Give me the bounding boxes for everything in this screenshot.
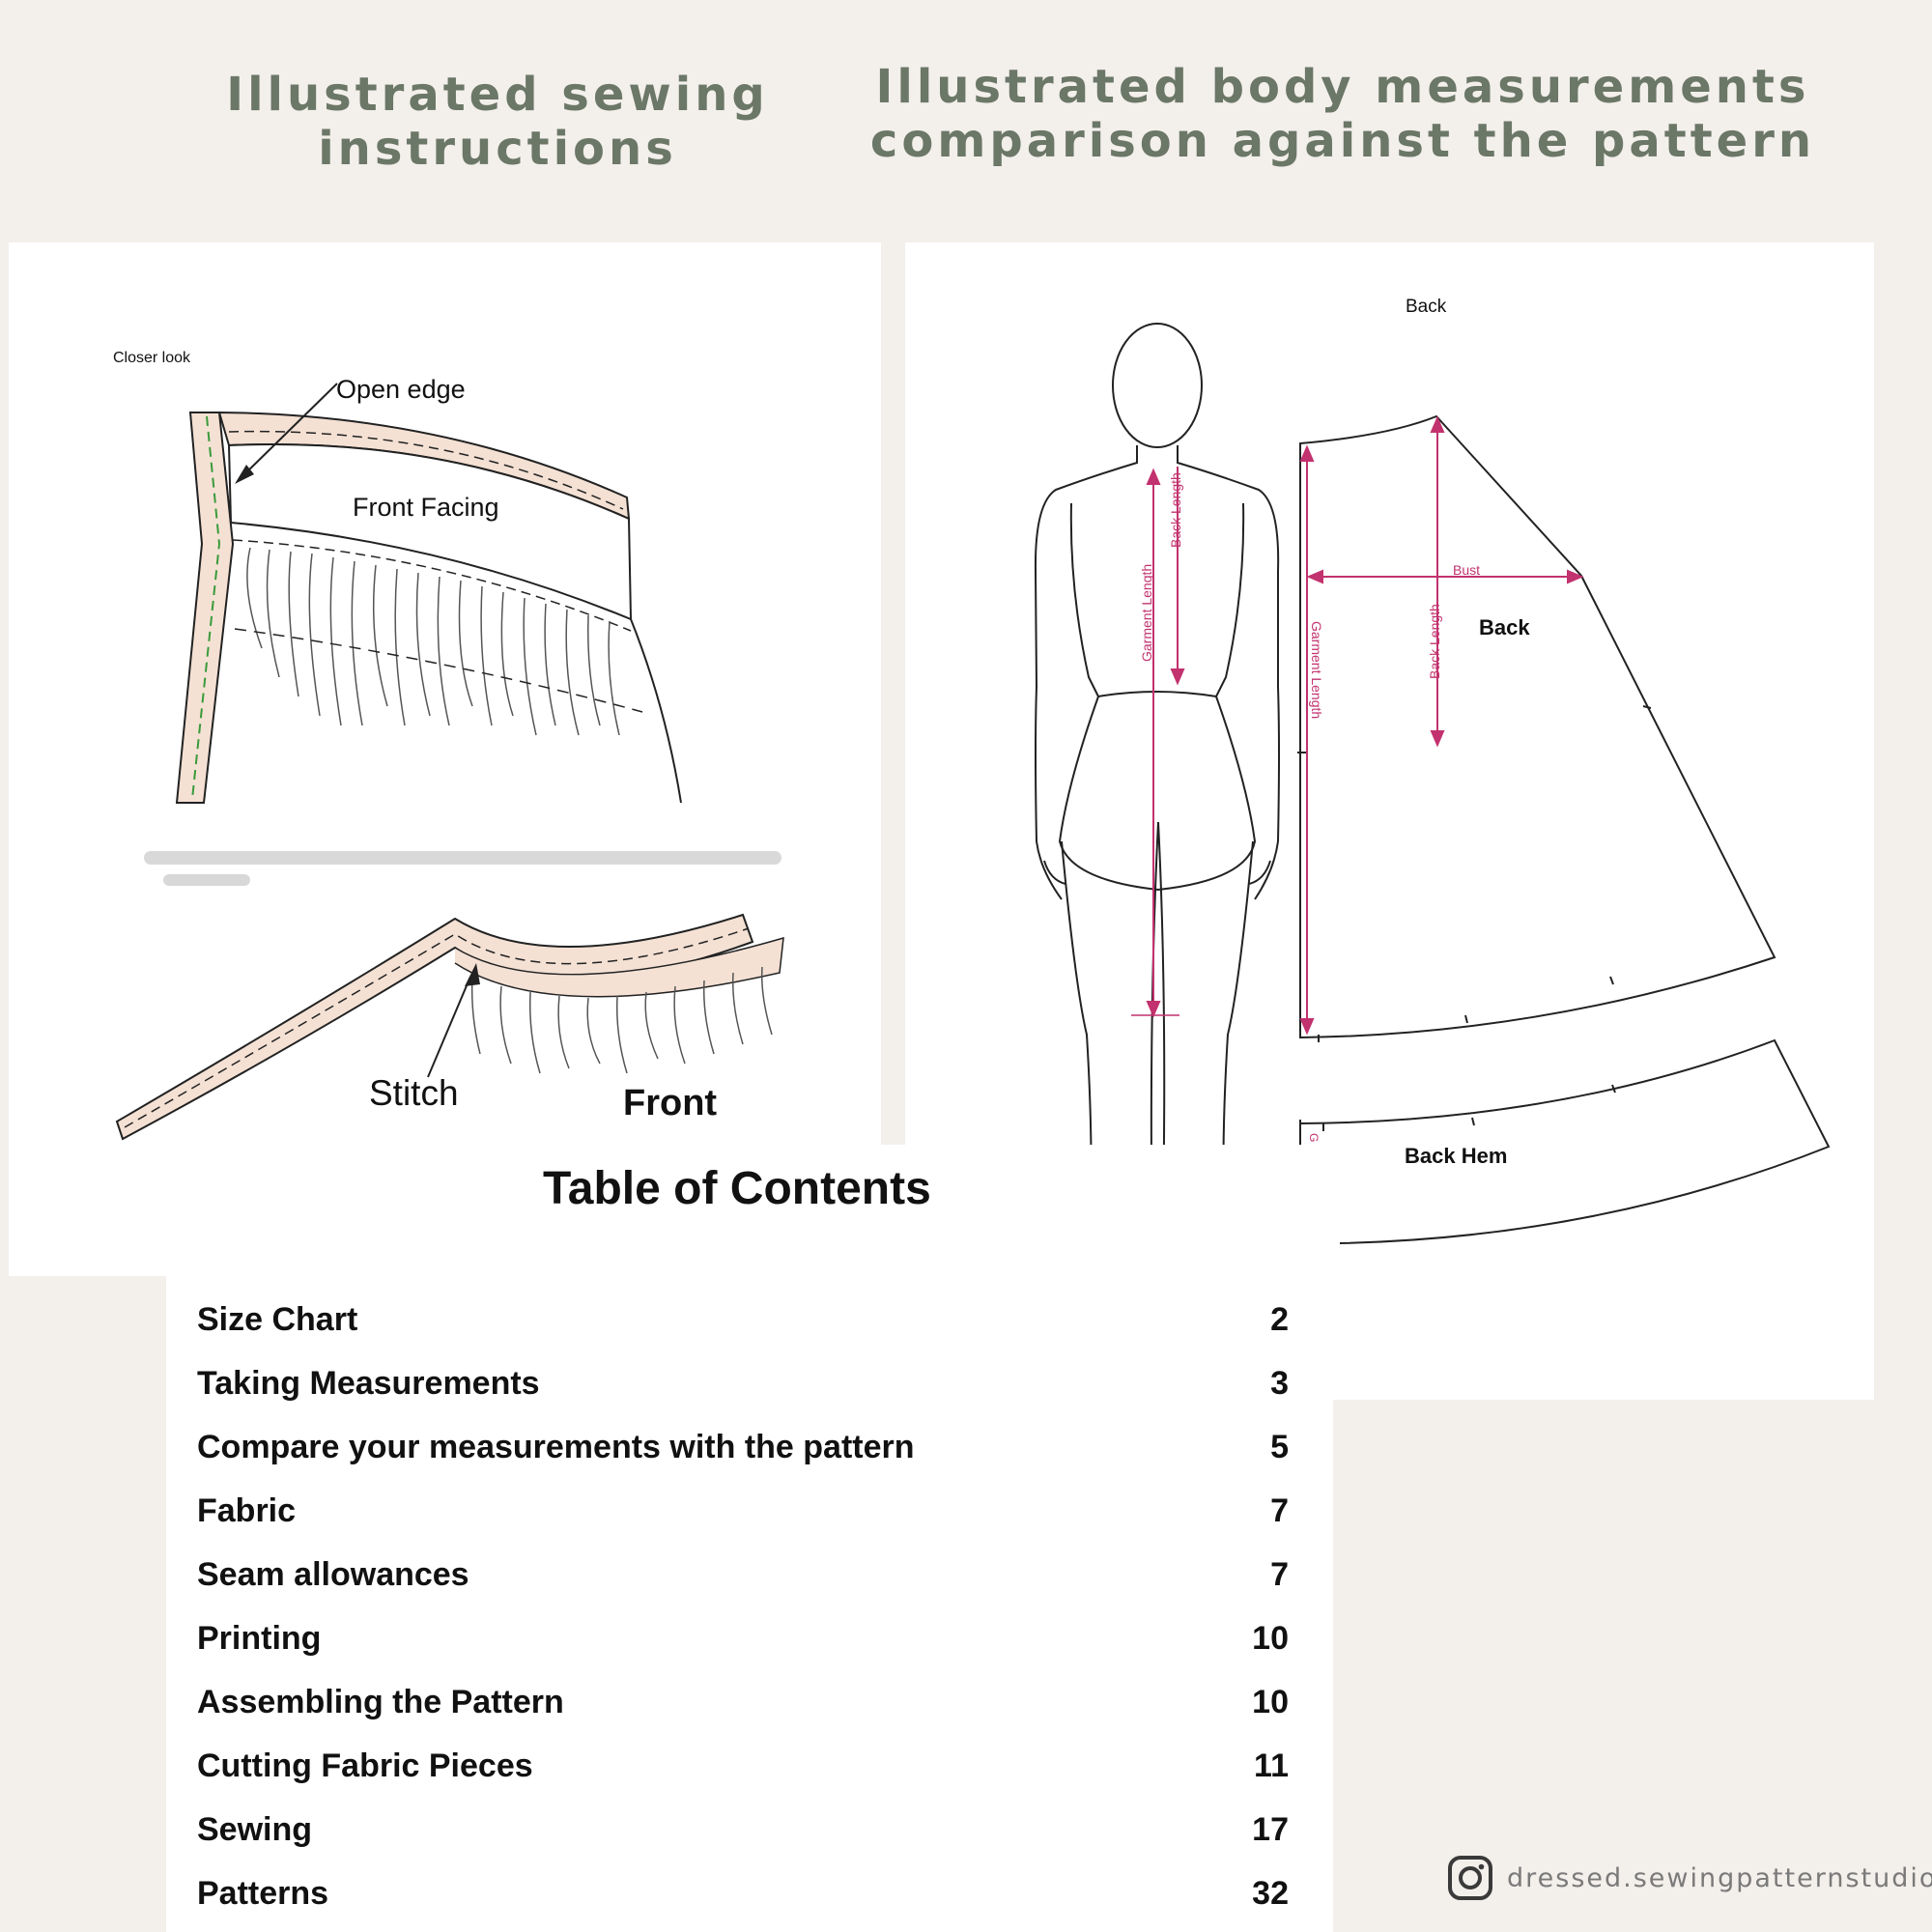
- toc-item-page: 10: [1252, 1619, 1289, 1657]
- heading-body-measurements: Illustrated body measurements comparison…: [860, 60, 1826, 168]
- toc-item-page: 7: [1270, 1492, 1289, 1529]
- sewing-illustration-panel: Closer look Open edge Front Facing Stitc…: [9, 242, 881, 1276]
- toc-item-label: Sewing: [197, 1810, 313, 1848]
- toc-item[interactable]: Compare your measurements with the patte…: [197, 1415, 1289, 1479]
- toc-item[interactable]: Sewing 17: [197, 1798, 1289, 1861]
- back-title-label: Back: [1406, 297, 1447, 317]
- heading-sewing-instructions: Illustrated sewing instructions: [193, 68, 802, 176]
- figure-back-length-label: Back Length: [1168, 472, 1183, 548]
- back-piece-label: Back: [1479, 615, 1530, 639]
- heading-right-line-2: comparison against the pattern: [869, 114, 1816, 168]
- open-edge-label: Open edge: [336, 375, 466, 404]
- pattern-back-length-label: Back Length: [1427, 604, 1442, 679]
- toc-item-label: Cutting Fabric Pieces: [197, 1747, 533, 1784]
- toc-item-page: 3: [1270, 1364, 1289, 1402]
- figure-garment-length-label: Garment Length: [1139, 563, 1154, 662]
- toc-item[interactable]: Patterns 32: [197, 1861, 1289, 1925]
- closer-look-label: Closer look: [113, 350, 191, 366]
- toc-item-label: Assembling the Pattern: [197, 1683, 564, 1720]
- footer: dressed.sewingpatternstudio: [1447, 1853, 1932, 1903]
- toc-item[interactable]: Printing 10: [197, 1606, 1289, 1670]
- toc-item-page: 32: [1252, 1874, 1289, 1912]
- heading-left-line-2: instructions: [318, 122, 677, 176]
- toc-item-label: Size Chart: [197, 1300, 358, 1338]
- toc-item-label: Seam allowances: [197, 1555, 469, 1593]
- toc-item-label: Patterns: [197, 1874, 329, 1912]
- toc-item[interactable]: Size Chart 2: [197, 1288, 1289, 1351]
- toc-item-page: 7: [1270, 1555, 1289, 1593]
- toc-item[interactable]: Assembling the Pattern 10: [197, 1670, 1289, 1734]
- stitch-label: Stitch: [369, 1073, 459, 1113]
- bust-label: Bust: [1453, 562, 1481, 578]
- heading-right-line-1: Illustrated body measurements: [875, 60, 1810, 114]
- toc-item-page: 5: [1270, 1428, 1289, 1465]
- toc-item-label: Fabric: [197, 1492, 297, 1529]
- toc-item-label: Compare your measurements with the patte…: [197, 1428, 915, 1465]
- footer-handle[interactable]: dressed.sewingpatternstudio: [1507, 1862, 1932, 1893]
- front-label: Front: [623, 1083, 718, 1123]
- toc-item[interactable]: Seam allowances 7: [197, 1543, 1289, 1606]
- toc-item[interactable]: Taking Measurements 3: [197, 1351, 1289, 1415]
- instagram-icon[interactable]: [1447, 1855, 1493, 1901]
- hem-g-label: G: [1307, 1133, 1321, 1143]
- toc-item-label: Taking Measurements: [197, 1364, 540, 1402]
- toc-item-page: 2: [1270, 1300, 1289, 1338]
- toc-item-page: 11: [1254, 1747, 1289, 1784]
- back-hem-label: Back Hem: [1405, 1144, 1508, 1168]
- sewing-illustration: [115, 383, 784, 1141]
- toc-item[interactable]: Fabric 7: [197, 1479, 1289, 1543]
- toc-item-page: 17: [1252, 1810, 1289, 1848]
- heading-left-line-1: Illustrated sewing: [226, 68, 769, 122]
- toc-item[interactable]: Cutting Fabric Pieces 11: [197, 1734, 1289, 1798]
- toc-item-page: 10: [1252, 1683, 1289, 1720]
- front-facing-label: Front Facing: [353, 493, 499, 522]
- pattern-garment-length-label: Garment Length: [1309, 621, 1324, 720]
- toc-item-label: Printing: [197, 1619, 322, 1657]
- toc-title: Table of Contents: [543, 1163, 931, 1214]
